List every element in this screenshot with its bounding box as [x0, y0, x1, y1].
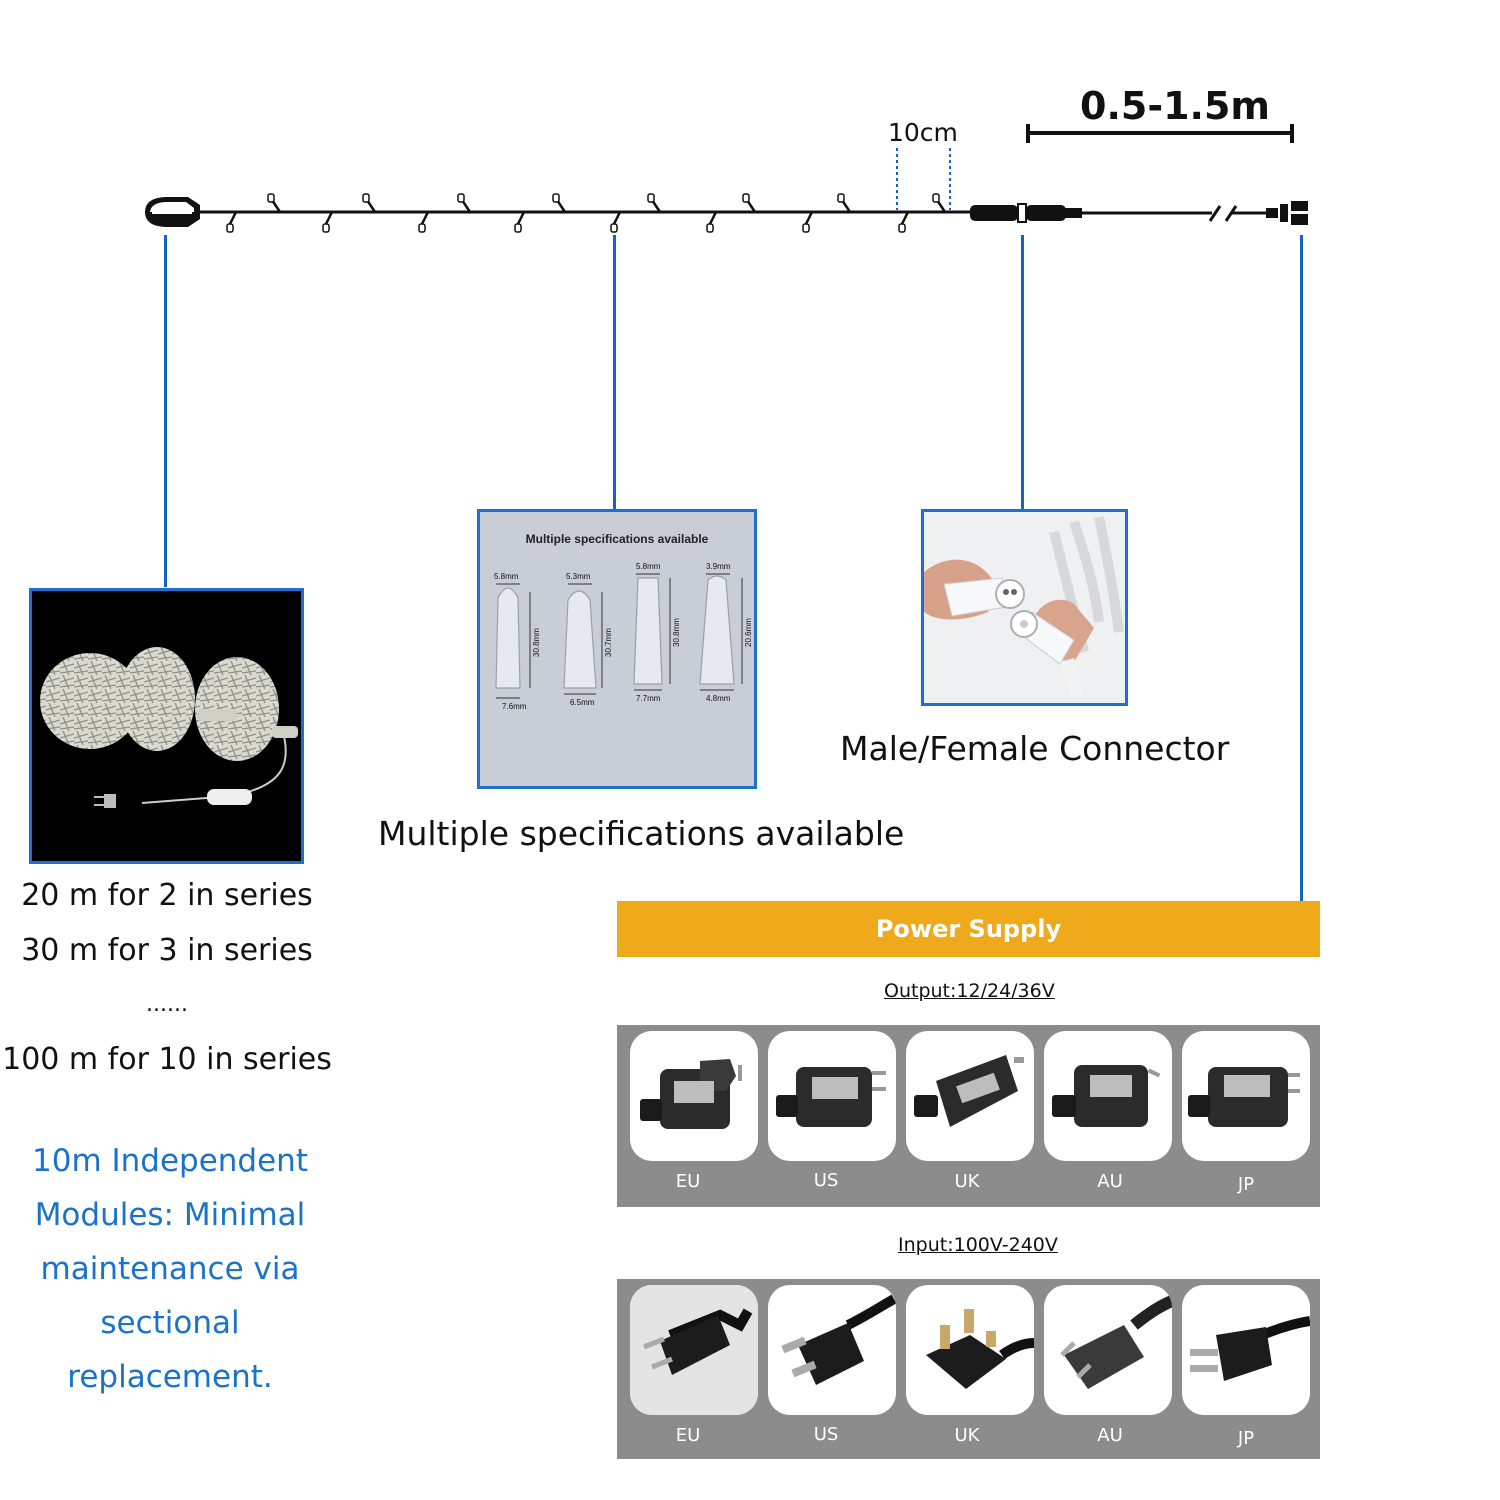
bulb-upper-1 [362, 193, 377, 213]
bulb-2-height-dim: 30.7mm [603, 628, 613, 657]
bulb-spec-photo: Multiple specifications available 5.8mm … [477, 509, 757, 789]
adapter-label-eu: EU [675, 1171, 701, 1192]
adapter-label-us: US [813, 1170, 839, 1191]
bulb-3-top-dim: 5.8mm [636, 562, 661, 571]
module-note-line: 10m Independent [32, 1143, 308, 1179]
adapter-us [768, 1031, 896, 1161]
bulb-lower-4 [610, 211, 622, 233]
bulb-spacing-label: 10cm [888, 118, 958, 147]
bulb-upper-0 [267, 193, 282, 213]
connector-photo [921, 509, 1128, 706]
adapter-label-uk: UK [954, 1171, 980, 1192]
bulb-lower-3 [514, 211, 526, 233]
bulb-upper-6 [837, 193, 852, 213]
bulb-1-bottom-dim: 7.6mm [502, 702, 527, 711]
end-connector [1266, 201, 1308, 225]
bulb-lower-5 [706, 211, 718, 233]
bulb-4-top-dim: 3.9mm [706, 562, 731, 571]
bulb-upper-2 [457, 193, 472, 213]
bulb-3-height-dim: 30.8mm [671, 618, 681, 647]
bulb-lower-7 [898, 211, 910, 233]
bulbs-lower [226, 211, 910, 233]
lead-length-dimension [1026, 124, 1294, 143]
bulb-upper-7 [932, 193, 947, 213]
string-plug-head [145, 197, 200, 227]
callout-line-connector [1021, 235, 1024, 509]
bulb-upper-4 [647, 193, 662, 213]
bulb-upper-5 [742, 193, 757, 213]
bulb-lower-6 [802, 211, 814, 233]
bulb-1-height-dim: 30.8mm [531, 628, 541, 657]
bulb-2-bottom-dim: 6.5mm [570, 698, 595, 707]
adapter-jp [1182, 1031, 1310, 1161]
adapter-uk [906, 1031, 1034, 1161]
module-note-line: replacement. [67, 1359, 273, 1395]
module-note-line: sectional [100, 1305, 240, 1341]
plug-uk [906, 1285, 1034, 1415]
module-note-line: Modules: Minimal [34, 1197, 306, 1233]
bulb-3-bottom-dim: 7.7mm [636, 694, 661, 703]
light-string-diagram [145, 124, 1308, 233]
adapter-au [1044, 1031, 1172, 1161]
bulb-spec-photo-title: Multiple specifications available [525, 532, 709, 546]
plug-label-us: US [813, 1424, 839, 1445]
callout-line-plug [164, 235, 167, 587]
bulbs-upper [267, 193, 947, 213]
bulb-lower-0 [226, 211, 238, 233]
lead-break-2 [1224, 205, 1238, 222]
plug-label-jp: JP [1237, 1428, 1255, 1449]
bulb-upper-3 [552, 193, 567, 213]
module-note: 10m Independent Modules: Minimal mainten… [0, 1134, 340, 1404]
adapter-strip: EU US UK AU JP [617, 1025, 1320, 1207]
plug-label-uk: UK [954, 1425, 980, 1446]
adapter-label-au: AU [1097, 1171, 1123, 1192]
plug-us [768, 1285, 896, 1415]
plug-jp [1182, 1285, 1310, 1415]
plug-eu [630, 1285, 758, 1415]
lead-break-1 [1208, 205, 1222, 222]
plug-label-au: AU [1097, 1425, 1123, 1446]
series-line-3: 100 m for 10 in series [2, 1042, 332, 1077]
bulb-4-height-dim: 20.6mm [743, 618, 753, 647]
series-line-ellipsis: ...... [146, 992, 188, 1017]
plug-au [1044, 1285, 1172, 1415]
lead-length-label: 0.5-1.5m [1080, 84, 1270, 128]
bulb-1-top-dim: 5.8mm [494, 572, 519, 581]
bulb-lower-2 [418, 211, 430, 233]
bulb-4-bottom-dim: 4.8mm [706, 694, 731, 703]
plug-strip: EU US UK AU JP [617, 1279, 1320, 1459]
adapter-eu [630, 1031, 758, 1161]
bulb-lower-1 [322, 211, 334, 233]
callout-line-bulb [613, 235, 616, 509]
plug-label-eu: EU [675, 1425, 701, 1446]
output-label: Output:12/24/36V [884, 980, 1055, 1002]
inline-connector [970, 203, 1082, 223]
callout-line-power [1300, 235, 1303, 901]
adapter-label-jp: JP [1237, 1174, 1255, 1195]
power-supply-title: Power Supply [617, 901, 1320, 957]
connector-caption: Male/Female Connector [840, 729, 1230, 768]
bulb-2-top-dim: 5.3mm [566, 572, 591, 581]
series-line-2: 30 m for 3 in series [21, 933, 313, 968]
series-photo [29, 588, 304, 864]
bulb-spec-caption: Multiple specifications available [378, 814, 905, 853]
input-label: Input:100V-240V [898, 1234, 1058, 1256]
module-note-line: maintenance via [40, 1251, 300, 1287]
series-line-1: 20 m for 2 in series [21, 878, 313, 913]
